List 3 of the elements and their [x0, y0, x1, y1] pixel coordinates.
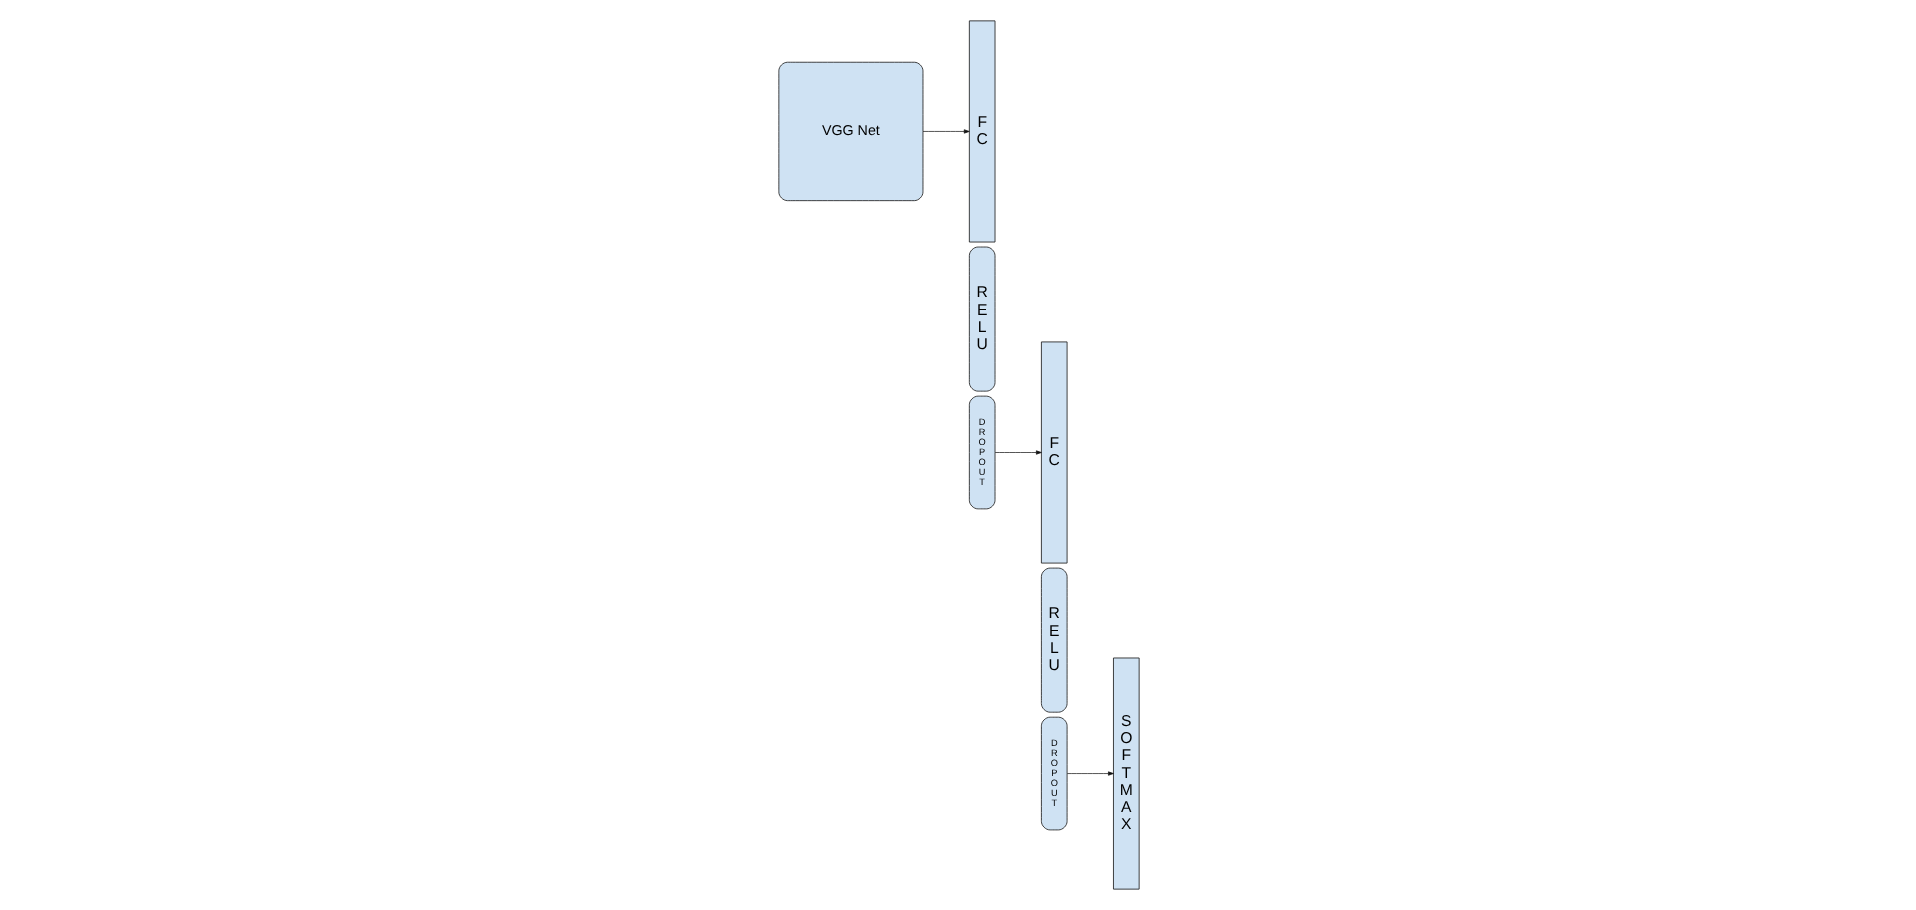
arrow — [921, 129, 969, 134]
arrow — [1065, 771, 1113, 776]
arrow — [993, 450, 1041, 455]
